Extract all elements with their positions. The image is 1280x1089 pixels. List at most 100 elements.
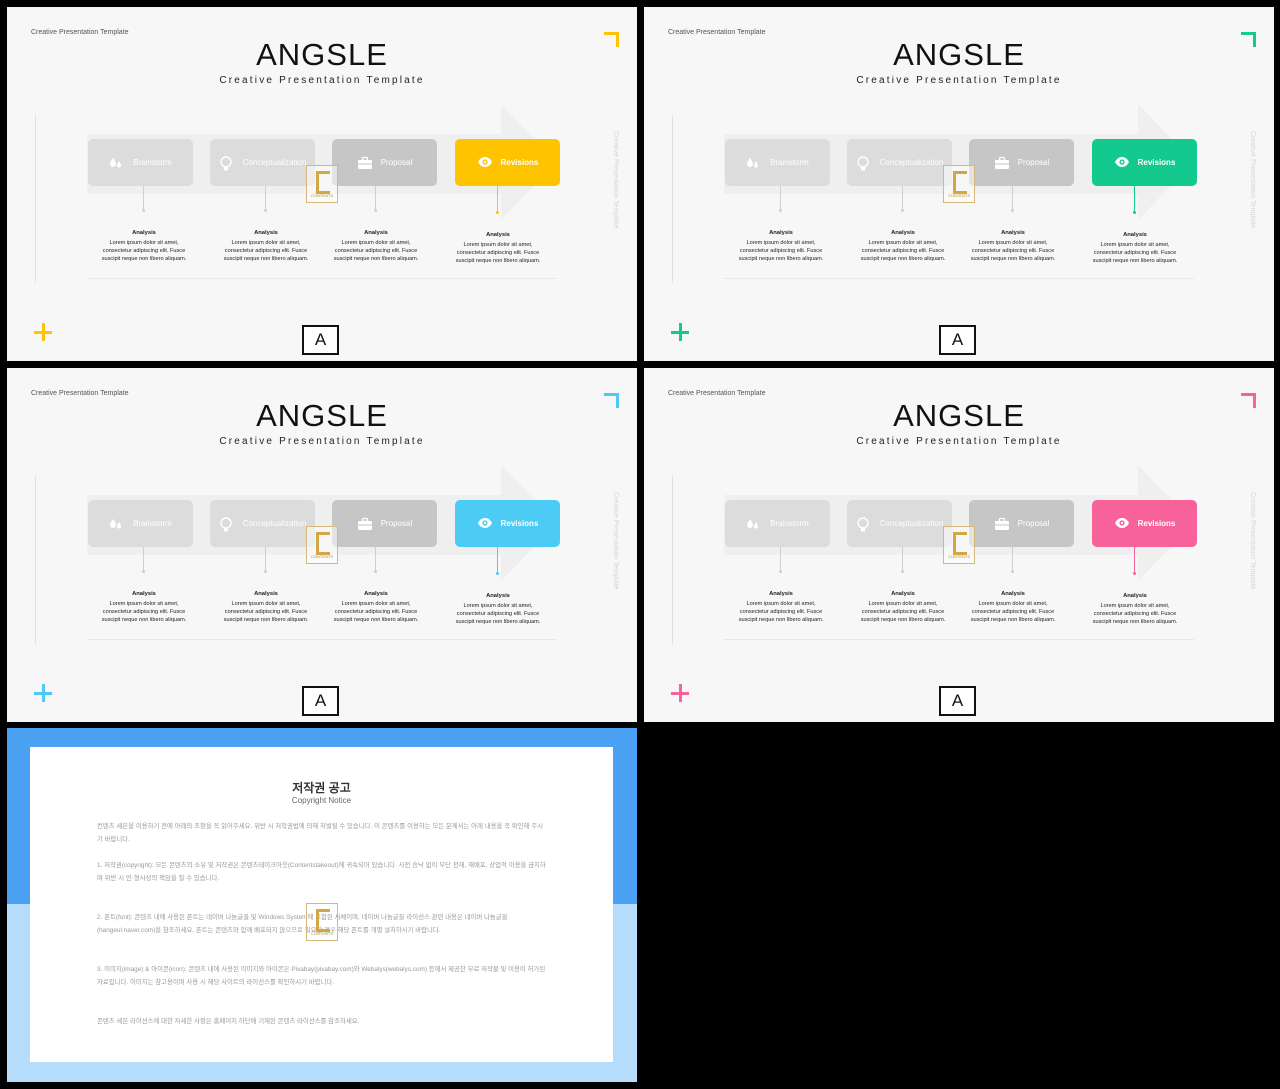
slide-subtitle: Creative Presentation Template: [219, 436, 425, 447]
vertical-label: Creative Presentation Template: [1249, 131, 1256, 229]
notice-paragraph-copyright: 1. 저작권(copyright): 모든 콘텐츠의 소유 및 저작권은 콘텐츠…: [97, 862, 546, 882]
drops-icon: [109, 517, 123, 531]
step-box-brainstorm: Brainstorm: [725, 139, 830, 186]
slide-title: ANGSLE: [256, 398, 388, 433]
notice-card: 저작권 공고 Copyright Notice 컨텐츠 세븐을 이용하기 전에 …: [30, 747, 613, 1062]
corner-bracket-icon: [1241, 393, 1256, 408]
description-text: Lorem ipsum dolor sit amet, consectetur …: [101, 240, 187, 262]
drops-icon: [746, 156, 760, 170]
notice-paragraph-font: 2. 폰트(font): 콘텐츠 내에 사용된 폰트는 네이버 나눔글꼴 및 W…: [97, 914, 508, 934]
step-box-revisions: Revisions: [1092, 139, 1197, 186]
step-label: Conceptualization: [879, 519, 944, 528]
watermark-c-icon: [316, 171, 330, 194]
copyright-notice-slide: 저작권 공고 Copyright Notice 컨텐츠 세븐을 이용하기 전에 …: [7, 728, 637, 1082]
step-box-revisions: Revisions: [1092, 500, 1197, 547]
briefcase-icon: [994, 156, 1009, 170]
description-title: Analysis: [486, 593, 510, 599]
step-label: Proposal: [1017, 158, 1050, 167]
watermark-logo: CONTENTS: [306, 165, 338, 203]
slide-subtitle: Creative Presentation Template: [856, 75, 1062, 86]
notice-paragraph-image: 3. 이미지(image) & 아이콘(icon): 콘텐츠 내에 사용된 이미…: [97, 966, 546, 986]
step-label: Revisions: [500, 158, 539, 167]
top-label: Creative Presentation Template: [668, 29, 766, 36]
top-label: Creative Presentation Template: [668, 390, 766, 397]
description-text: Lorem ipsum dolor sit amet, consectetur …: [223, 601, 309, 623]
drops-icon: [746, 517, 760, 531]
step-connector: [374, 547, 377, 573]
description-text: Lorem ipsum dolor sit amet, consectetur …: [738, 240, 824, 262]
description-title: Analysis: [891, 591, 915, 597]
description-title: Analysis: [132, 591, 156, 597]
step-label: Proposal: [1017, 519, 1050, 528]
description-title: Analysis: [1001, 230, 1025, 236]
step-label: Proposal: [380, 519, 413, 528]
slide-badge: A: [302, 325, 339, 355]
watermark-text: CONTENTS: [948, 554, 970, 559]
step-box-proposal: Proposal: [332, 500, 437, 547]
corner-bracket-icon: [604, 32, 619, 47]
step-box-conceptualization: Conceptualization: [847, 500, 952, 547]
step-label: Brainstorm: [133, 519, 172, 528]
eye-icon: [477, 156, 492, 170]
slide-subtitle: Creative Presentation Template: [219, 75, 425, 86]
eye-icon: [477, 517, 492, 531]
slide-badge: A: [302, 686, 339, 716]
step-connector: [779, 186, 782, 212]
step-connector: [1011, 547, 1014, 573]
step-label: Brainstorm: [770, 519, 809, 528]
corner-bracket-icon: [604, 393, 619, 408]
step-connector: [1133, 186, 1136, 214]
step-label: Conceptualization: [879, 158, 944, 167]
plus-icon: [34, 323, 52, 341]
eye-icon: [1114, 517, 1129, 531]
briefcase-icon: [357, 517, 372, 531]
watermark-logo: CONTENTS: [943, 165, 975, 203]
step-label: Revisions: [1137, 519, 1176, 528]
slide-badge: A: [939, 325, 976, 355]
watermark-text: CONTENTS: [311, 931, 333, 936]
description-title: Analysis: [1123, 232, 1147, 238]
slide-subtitle: Creative Presentation Template: [856, 436, 1062, 447]
step-box-revisions: Revisions: [455, 139, 560, 186]
watermark-logo: CONTENTS: [306, 526, 338, 564]
lightbulb-icon: [856, 155, 870, 170]
bottom-divider: [87, 639, 557, 640]
slide-title: ANGSLE: [256, 37, 388, 72]
bottom-divider: [724, 278, 1194, 279]
briefcase-icon: [994, 517, 1009, 531]
watermark-logo: CONTENTS: [943, 526, 975, 564]
vertical-label: Creative Presentation Template: [612, 492, 619, 590]
plus-icon: [34, 684, 52, 702]
vertical-label: Creative Presentation Template: [1249, 492, 1256, 590]
description-text: Lorem ipsum dolor sit amet, consectetur …: [738, 601, 824, 623]
bottom-divider: [724, 639, 1194, 640]
notice-paragraph-license: 콘텐츠 세븐 라이선스에 대한 자세한 사항은 홈페이지 하단에 기재된 콘텐츠…: [97, 1018, 360, 1025]
step-box-brainstorm: Brainstorm: [88, 139, 193, 186]
vertical-label: Creative Presentation Template: [612, 131, 619, 229]
left-divider: [35, 476, 36, 644]
description-text: Lorem ipsum dolor sit amet, consectetur …: [860, 601, 946, 623]
step-box-proposal: Proposal: [969, 139, 1074, 186]
step-connector: [264, 186, 267, 212]
top-label: Creative Presentation Template: [31, 29, 129, 36]
description-title: Analysis: [364, 591, 388, 597]
left-divider: [672, 476, 673, 644]
description-title: Analysis: [254, 230, 278, 236]
description-text: Lorem ipsum dolor sit amet, consectetur …: [860, 240, 946, 262]
step-box-brainstorm: Brainstorm: [725, 500, 830, 547]
description-title: Analysis: [132, 230, 156, 236]
step-connector: [1011, 186, 1014, 212]
description-title: Analysis: [1001, 591, 1025, 597]
